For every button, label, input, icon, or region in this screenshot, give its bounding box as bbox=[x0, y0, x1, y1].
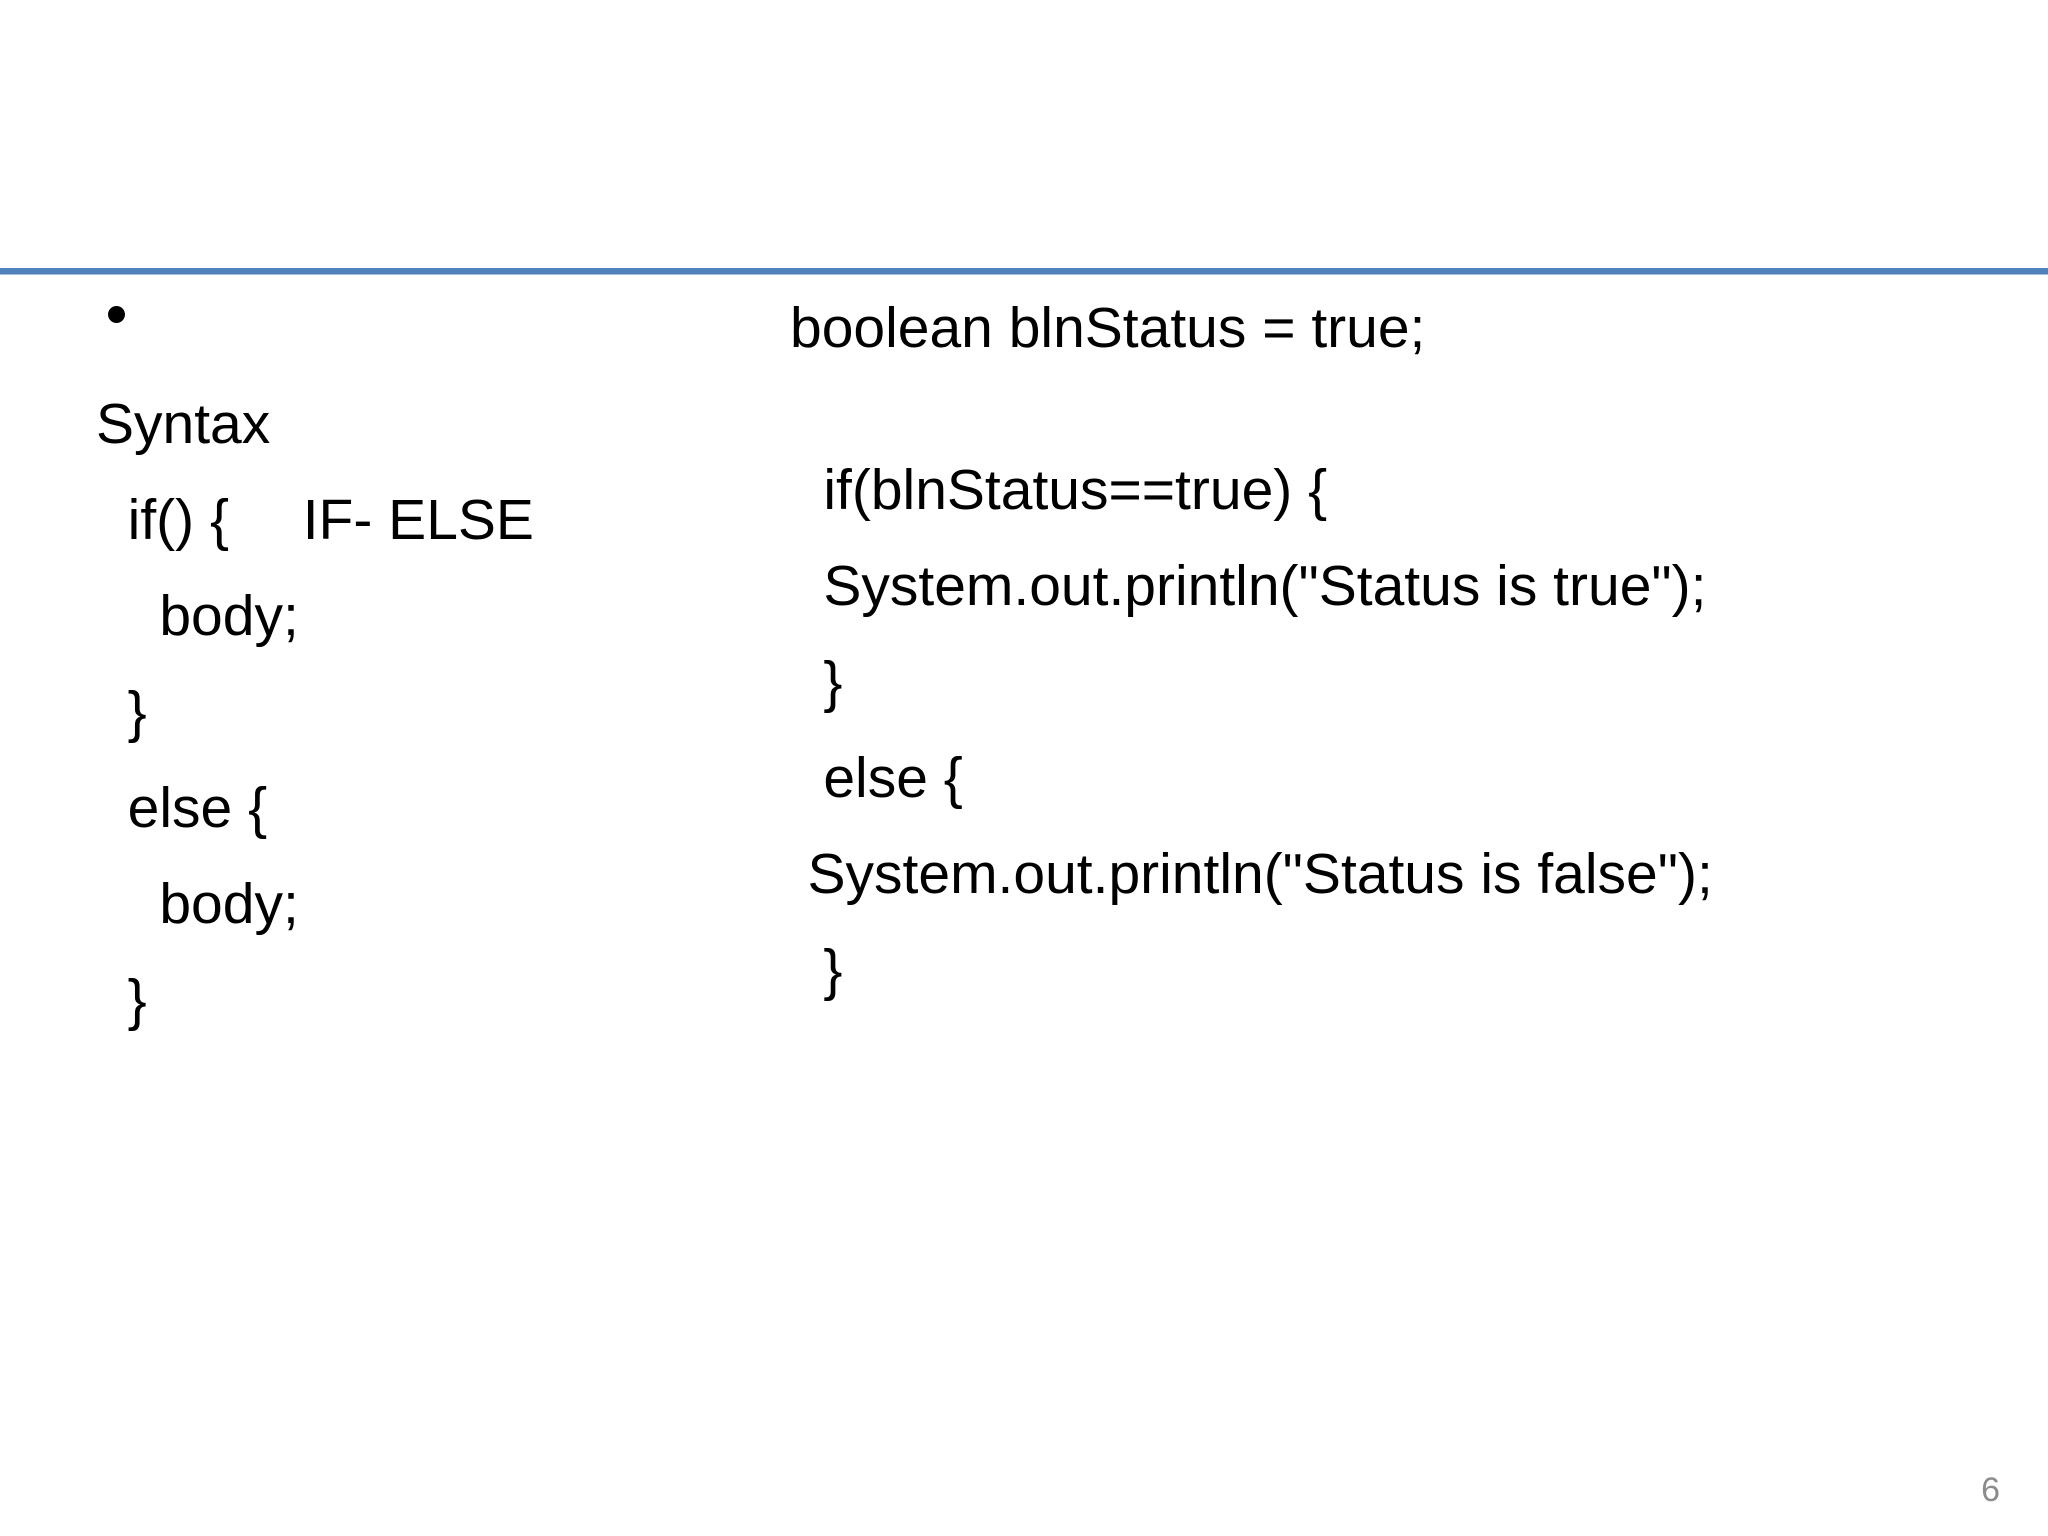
syntax-line: if() { bbox=[96, 488, 230, 552]
example-code-line: } bbox=[760, 650, 843, 714]
example-code-line: System.out.println("Status is false"); bbox=[760, 842, 1713, 906]
syntax-line: else { bbox=[96, 776, 268, 840]
bullet-item-label: IF- ELSE bbox=[302, 488, 534, 552]
syntax-line: } bbox=[96, 968, 147, 1032]
header-divider-line bbox=[0, 268, 2048, 274]
example-code-line: System.out.println("Status is true"); bbox=[760, 554, 1707, 618]
page-number: 6 bbox=[1981, 1471, 2000, 1509]
bullet-list-item: IF- ELSE bbox=[0, 280, 700, 552]
bullet-dot-icon bbox=[108, 306, 125, 323]
syntax-line: } bbox=[96, 680, 147, 744]
title-placeholder[interactable] bbox=[0, 0, 2048, 268]
syntax-line: Syntax bbox=[96, 392, 271, 456]
example-code-line: else { bbox=[760, 746, 963, 810]
example-code-line: if(blnStatus==true) { bbox=[760, 458, 1328, 522]
header-divider-shadow bbox=[0, 274, 2048, 275]
slide-body: IF- ELSE Syntax if() { body; } else { bo… bbox=[0, 280, 2048, 1460]
spacer bbox=[760, 376, 2010, 442]
syntax-line: body; bbox=[96, 584, 299, 648]
left-content-block[interactable]: IF- ELSE Syntax if() { body; } else { bo… bbox=[0, 280, 700, 1048]
example-code-line: } bbox=[760, 938, 843, 1002]
right-content-block[interactable]: boolean blnStatus = true; if(blnStatus==… bbox=[760, 280, 2010, 1018]
syntax-line: body; bbox=[96, 872, 299, 936]
example-declaration-line: boolean blnStatus = true; bbox=[790, 296, 1426, 360]
